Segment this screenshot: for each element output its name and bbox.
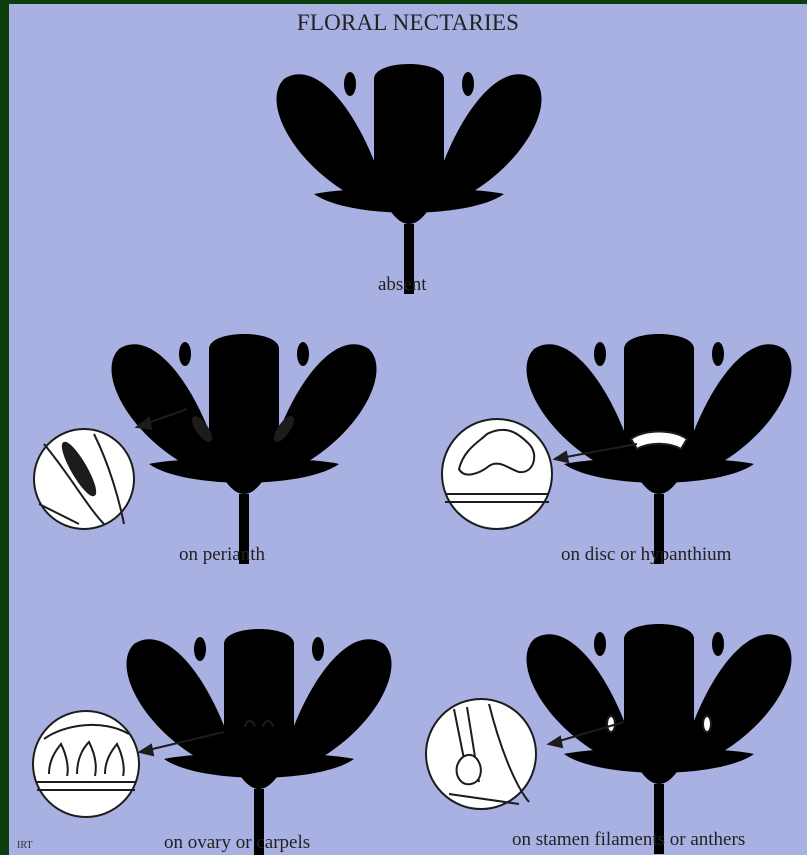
flower-disc xyxy=(527,334,792,564)
caption-ovary: on ovary or carpels xyxy=(164,832,310,854)
flower-ovary xyxy=(127,629,392,855)
caption-perianth: on perianth xyxy=(179,544,265,566)
caption-disc: on disc or hypanthium xyxy=(561,544,731,566)
credit-mark: IRT xyxy=(17,840,33,851)
nectary-diagram xyxy=(9,4,807,855)
caption-absent: absent xyxy=(378,274,427,296)
flower-absent xyxy=(277,64,542,294)
flower-perianth xyxy=(112,334,377,564)
caption-stamen: on stamen filaments or anthers xyxy=(512,829,745,851)
diagram-panel: FLORAL NECTARIES xyxy=(9,4,807,855)
